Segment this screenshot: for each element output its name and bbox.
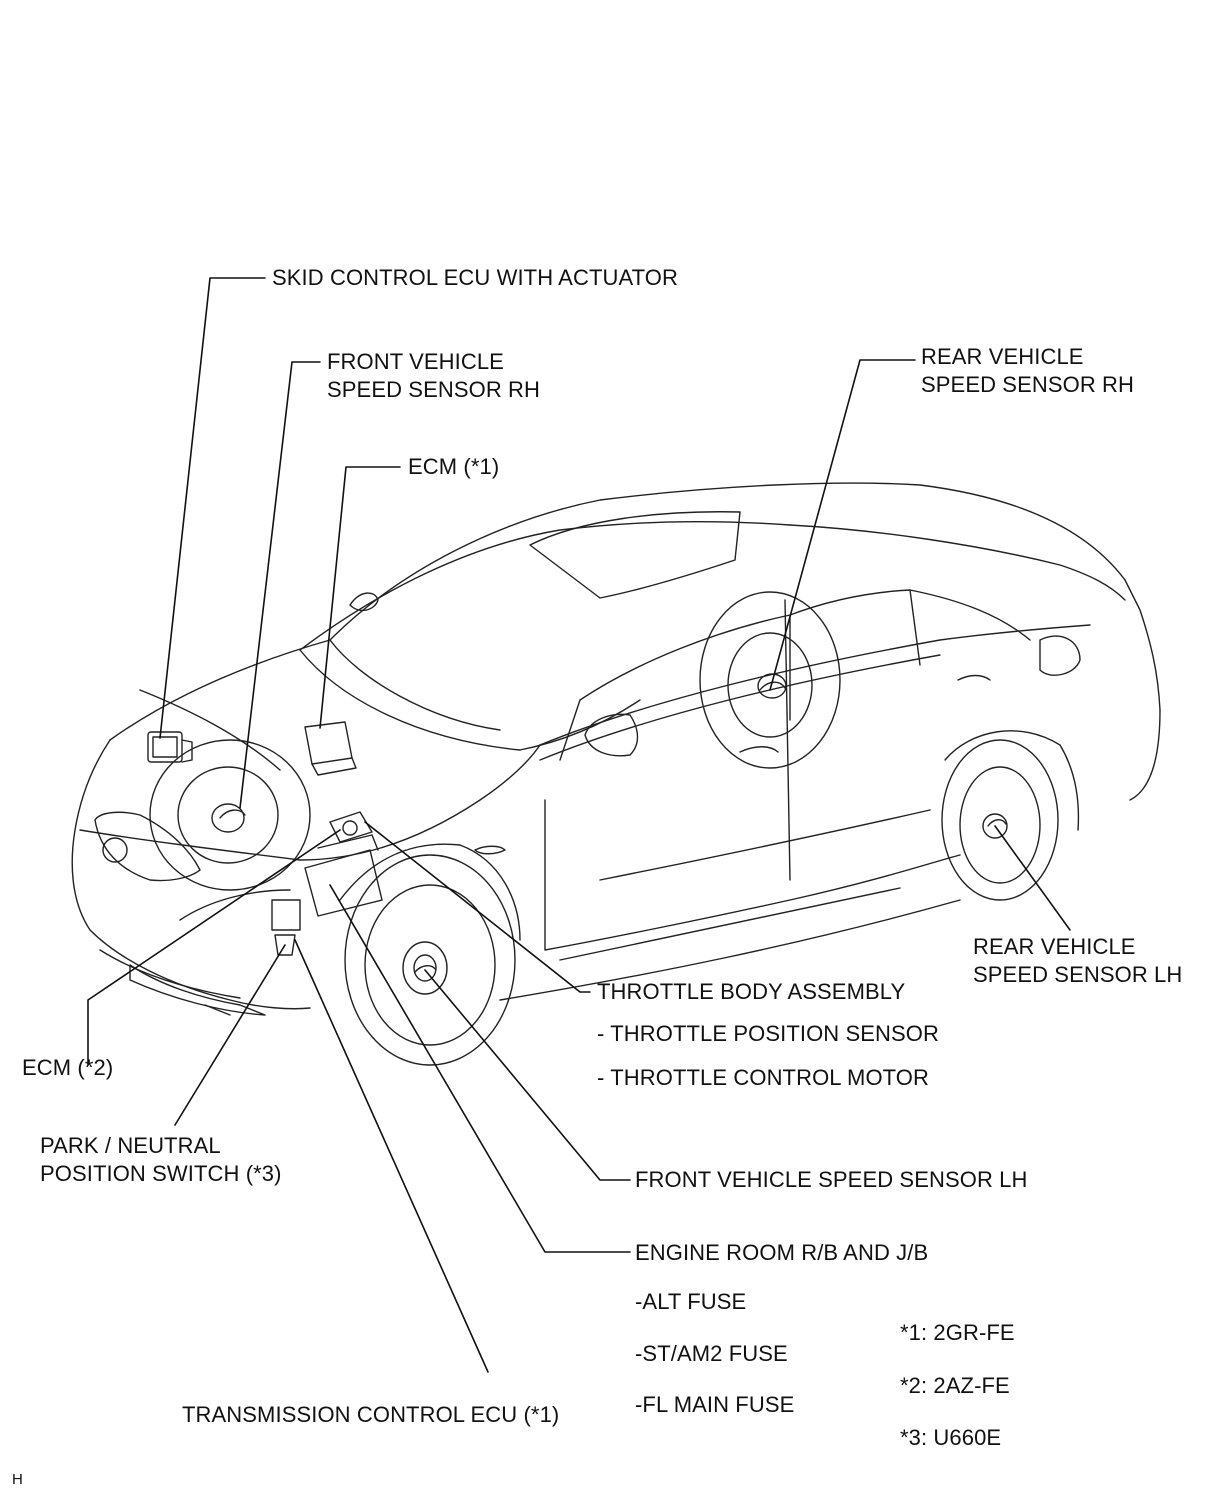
label-rear-speed-sensor-lh-line1: REAR VEHICLE — [973, 934, 1136, 959]
leader-lines — [87, 277, 1071, 1373]
speed-sensor-icons — [219, 681, 1007, 973]
rear-right-wheel-ghost — [699, 591, 841, 769]
transmission-control-ecu-icon — [271, 899, 301, 956]
rear-left-wheel — [941, 730, 1080, 901]
label-rear-speed-sensor-lh-line2: SPEED SENSOR LH — [973, 962, 1183, 987]
note-1: *1: 2GR-FE — [900, 1320, 1015, 1345]
label-fl-main-fuse: -FL MAIN FUSE — [635, 1392, 795, 1417]
label-skid-control-ecu: SKID CONTROL ECU WITH ACTUATOR — [272, 265, 678, 290]
label-rear-speed-sensor-rh-line2: SPEED SENSOR RH — [921, 372, 1134, 397]
label-front-speed-sensor-rh-line2: SPEED SENSOR RH — [327, 377, 540, 402]
label-alt-fuse: -ALT FUSE — [635, 1289, 747, 1314]
label-throttle-control-motor: - THROTTLE CONTROL MOTOR — [597, 1065, 930, 1090]
note-2: *2: 2AZ-FE — [900, 1373, 1010, 1398]
front-right-wheel-ghost — [149, 739, 311, 891]
label-throttle-body-assembly: THROTTLE BODY ASSEMBLY — [597, 979, 906, 1004]
label-rear-speed-sensor-rh-line1: REAR VEHICLE — [921, 344, 1084, 369]
label-st-am2-fuse: -ST/AM2 FUSE — [635, 1341, 788, 1366]
throttle-body-icon — [329, 811, 373, 843]
skid-control-ecu-icon — [147, 731, 193, 763]
front-left-wheel — [339, 843, 521, 1066]
label-front-speed-sensor-rh-line1: FRONT VEHICLE — [327, 349, 504, 374]
car-body-outline — [71, 482, 1161, 1016]
note-3: *3: U660E — [900, 1425, 1002, 1450]
label-park-neutral-switch-line2: POSITION SWITCH (*3) — [40, 1161, 282, 1186]
label-throttle-position-sensor: - THROTTLE POSITION SENSOR — [597, 1021, 940, 1046]
label-engine-room-rb-jb: ENGINE ROOM R/B AND J/B — [635, 1240, 929, 1265]
corner-mark: H — [12, 1471, 23, 1488]
engine-room-junction-block-icon — [304, 834, 383, 917]
label-ecm-2: ECM (*2) — [22, 1055, 114, 1080]
ecm-1-icon — [304, 721, 357, 776]
label-transmission-control-ecu: TRANSMISSION CONTROL ECU (*1) — [182, 1402, 560, 1427]
label-ecm-1: ECM (*1) — [408, 454, 500, 479]
label-front-speed-sensor-lh: FRONT VEHICLE SPEED SENSOR LH — [635, 1167, 1028, 1192]
label-park-neutral-switch-line1: PARK / NEUTRAL — [40, 1133, 221, 1158]
